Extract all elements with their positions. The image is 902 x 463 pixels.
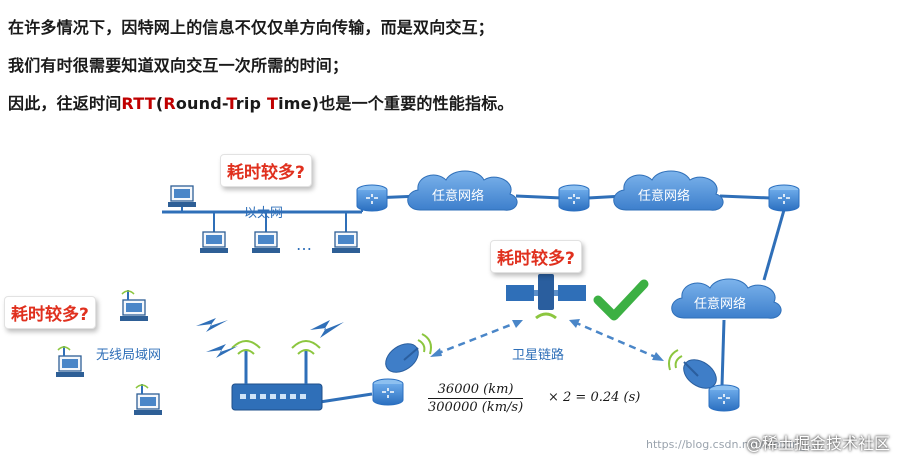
wireless-host-icon <box>119 290 149 322</box>
router-icon <box>558 184 590 212</box>
satellite-dish-icon <box>385 333 432 373</box>
satellite-link-label: 卫星链路 <box>512 348 565 363</box>
wlan-label: 无线局域网 <box>96 348 162 363</box>
rtt-word-rip: rip <box>235 94 267 113</box>
cloud-label: 任意网络 <box>432 188 484 204</box>
computer-icon <box>331 231 361 254</box>
cloud-icon <box>407 170 518 211</box>
callout-time-cost: 耗时较多? <box>4 296 96 329</box>
satellite-dish-icon <box>668 349 717 389</box>
cloud-icon <box>613 170 724 211</box>
cloud-label: 任意网络 <box>638 188 690 204</box>
rtt-letter-t: T <box>226 94 236 113</box>
intro-line-1: 在许多情况下，因特网上的信息不仅仅单方向传输，而是双向交互； <box>8 18 495 37</box>
computer-icon <box>167 185 197 208</box>
intro-line-3: 因此，往返时间RTT(Round-Trip Time)也是一个重要的性能指标。 <box>8 90 514 114</box>
ethernet-label: 以太网 <box>244 206 284 221</box>
rtt-abbr: RTT <box>121 94 156 113</box>
fraction-numerator: 36000 (km) <box>428 382 524 399</box>
line3-prefix: 因此，往返时间 <box>8 94 122 113</box>
wireless-signal-icon <box>196 318 344 358</box>
propagation-fraction: 36000 (km) 300000 (km/s) <box>428 382 524 415</box>
cloud-label: 任意网络 <box>694 296 746 312</box>
wireless-host-icon <box>55 346 85 378</box>
line3-suffix: 也是一个重要的性能指标。 <box>319 94 514 113</box>
satellite-uplink <box>435 320 519 356</box>
wireless-host-icon <box>133 384 163 416</box>
checkmark-icon <box>593 279 649 321</box>
source-link: https://blog.csdn.net/weixin_... <box>646 438 816 451</box>
computer-icon <box>251 231 281 254</box>
line3-paren-open: ( <box>155 94 164 113</box>
router-icon <box>768 184 800 212</box>
rtt-letter-t2: T <box>266 94 279 113</box>
router-icon <box>708 384 740 412</box>
wireless-router-icon <box>231 340 323 411</box>
satellite-downlink <box>573 320 659 360</box>
formula-result: × 2 = 0.24 (s) <box>548 390 641 405</box>
computer-icon <box>199 231 229 254</box>
callout-time-cost: 耗时较多? <box>220 154 312 187</box>
callout-time-cost: 耗时较多? <box>490 240 582 273</box>
rtt-word-ime: ime) <box>278 94 320 113</box>
satellite-icon <box>506 274 586 320</box>
intro-line-2: 我们有时很需要知道双向交互一次所需的时间； <box>8 56 349 75</box>
rtt-word-ound: ound- <box>175 94 227 113</box>
router-icon <box>356 184 388 212</box>
brand-watermark: @稀土掘金技术社区 <box>745 434 890 453</box>
router-icon <box>372 378 404 406</box>
ellipsis: … <box>296 235 312 254</box>
rtt-letter-r: R <box>163 94 176 113</box>
cloud-icon <box>671 278 782 319</box>
fraction-denominator: 300000 (km/s) <box>428 400 524 415</box>
